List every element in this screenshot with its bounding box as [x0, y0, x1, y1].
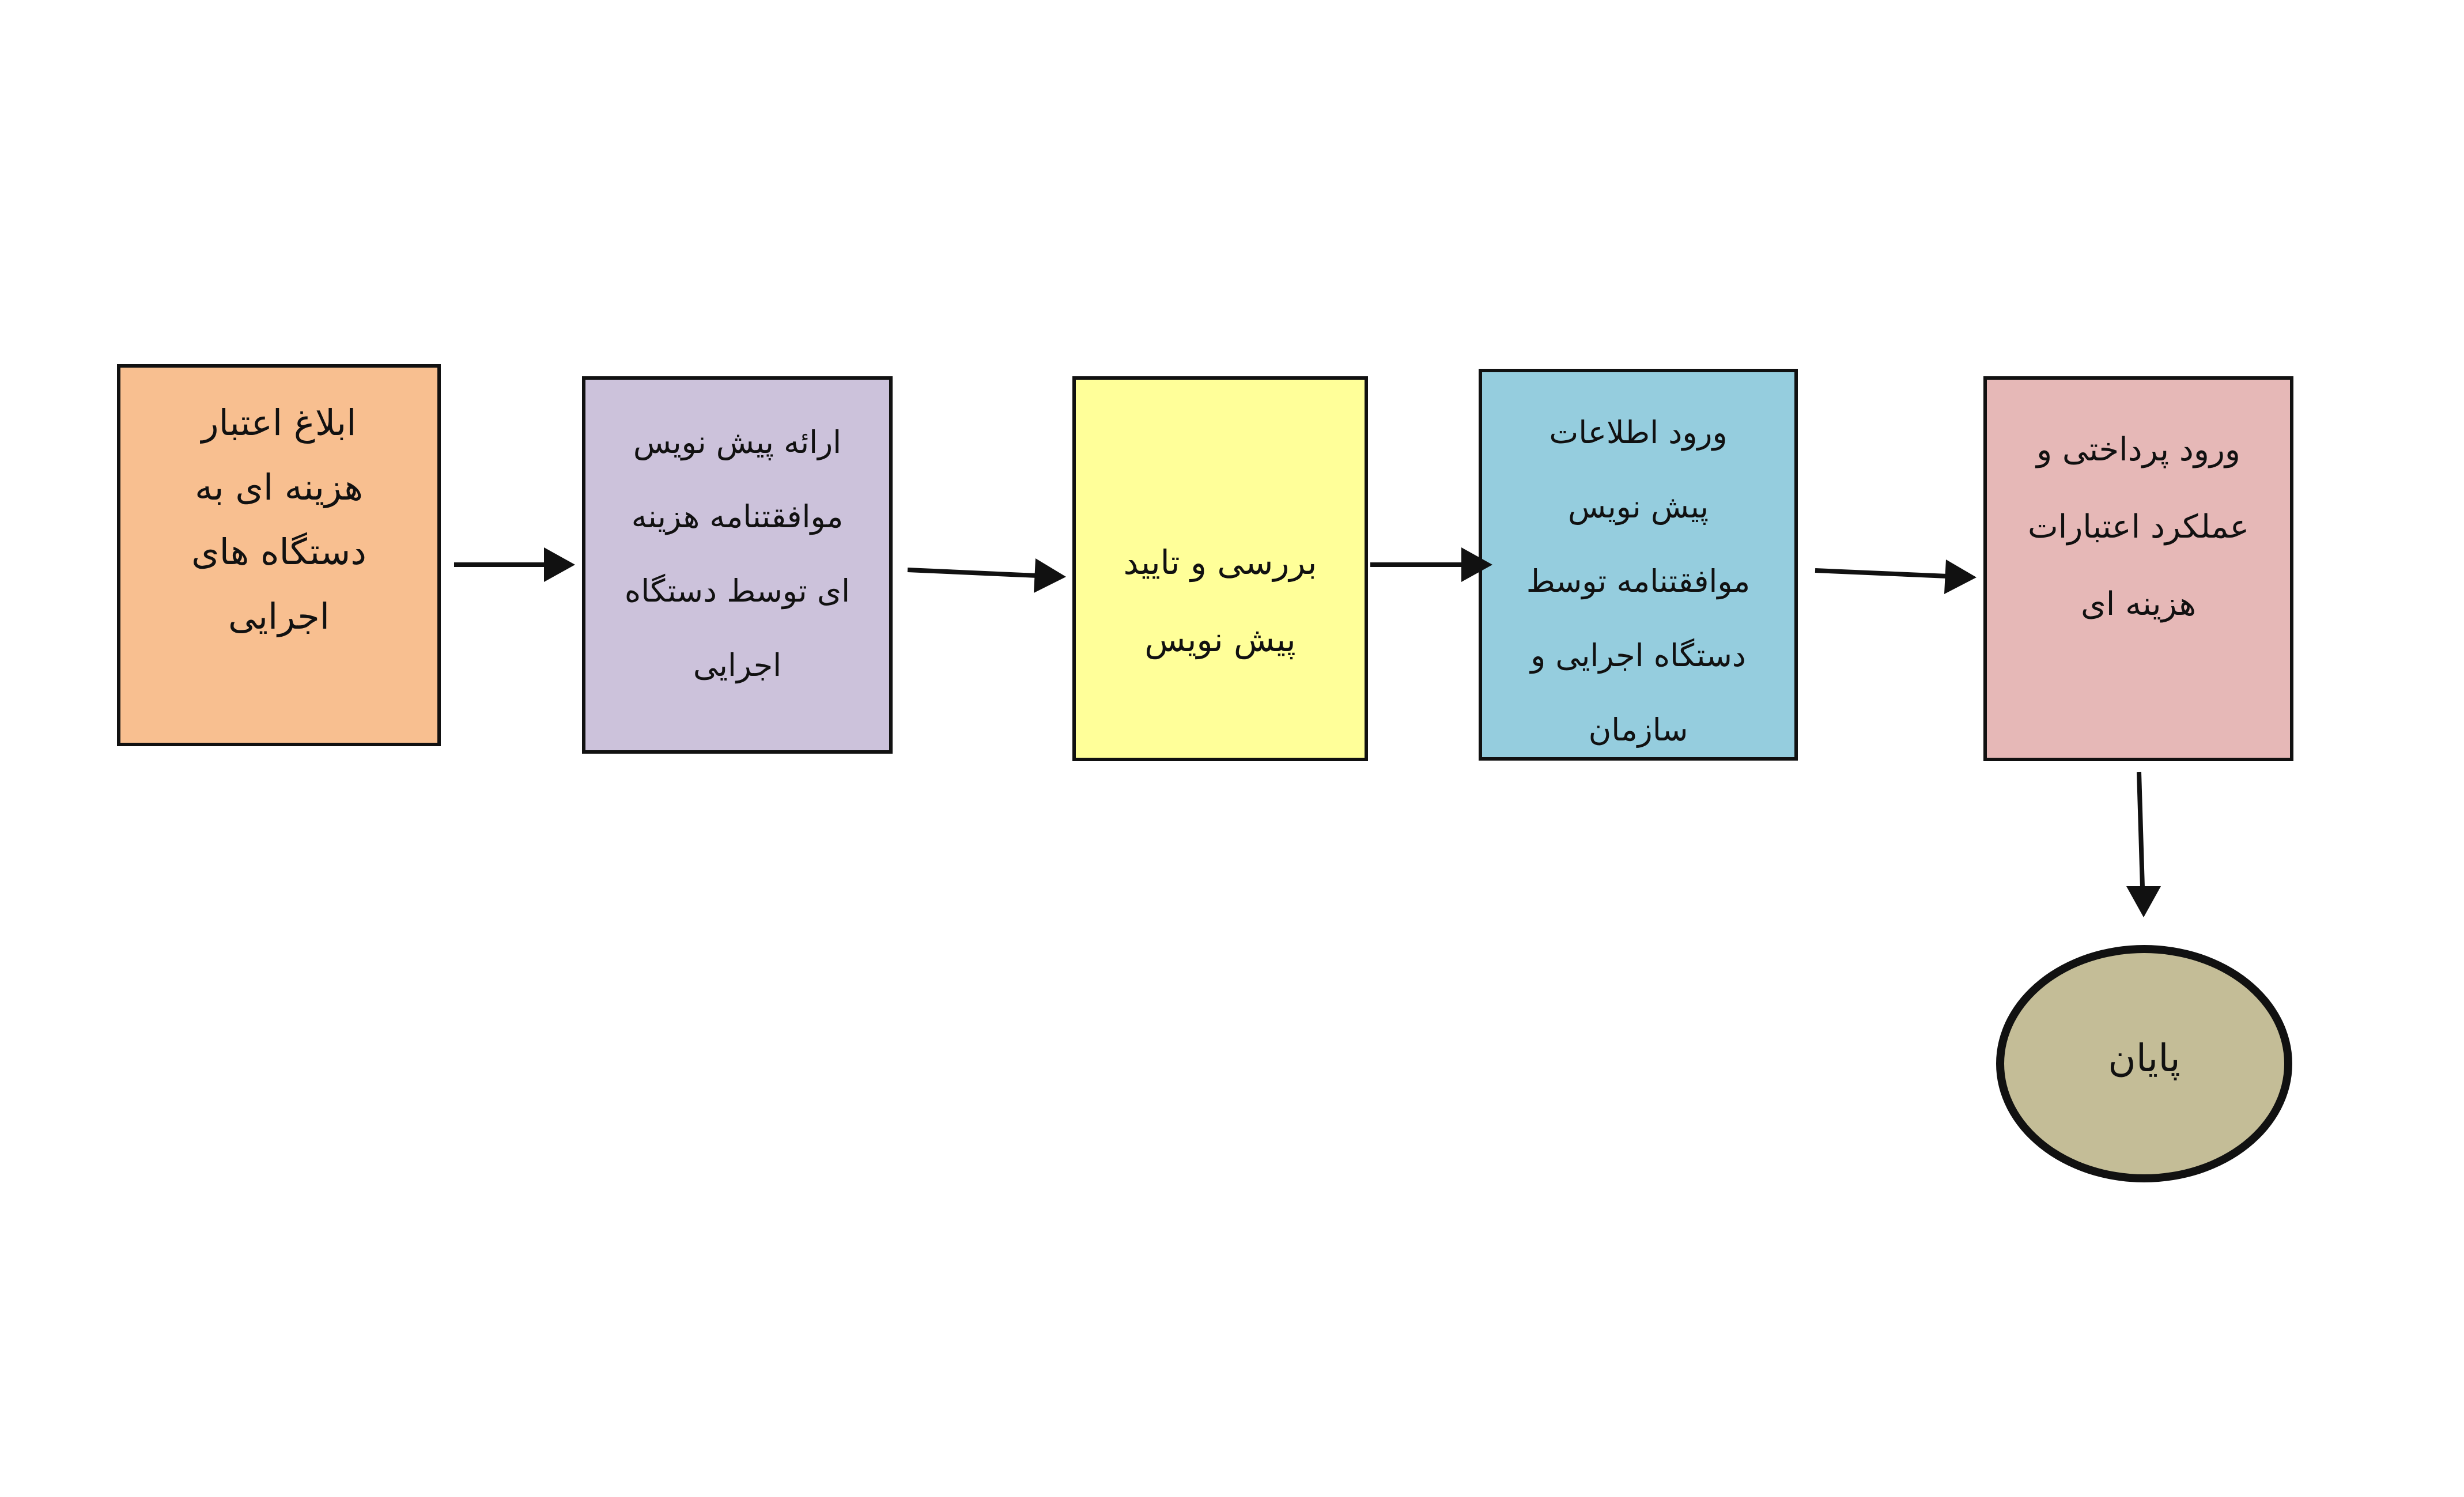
end-terminal-label: پایان	[2108, 1035, 2180, 1080]
step-5-line-2: عملکرد اعتبارات	[2027, 508, 2250, 546]
arrow-4-to-5	[1815, 560, 1977, 594]
step-4-line-2: پیش نویس	[1567, 489, 1709, 525]
step-4-line-4: دستگاه اجرایی و	[1530, 637, 1746, 674]
arrow-1-to-2	[454, 547, 575, 582]
step-2-line-2: موافقتنامه هزینه	[631, 498, 844, 535]
step-2-line-1: ارائه پیش نویس	[633, 424, 842, 460]
step-5-line-1: ورود پرداختی و	[2036, 431, 2240, 468]
step-2-box: ارائه پیش نویس موافقتنامه هزینه ای توسط …	[582, 376, 893, 754]
step-3-line-1: بررسی و تایید	[1123, 543, 1317, 582]
step-2-line-4: اجرایی	[693, 647, 782, 683]
step-1-line-3: دستگاه های	[191, 531, 366, 573]
step-5-line-3: هزینه ای	[2080, 585, 2197, 623]
step-3-line-2: پیش نویس	[1144, 620, 1296, 659]
step-4-line-5: سازمان	[1588, 712, 1688, 748]
end-terminal-ellipse: پایان	[1996, 945, 2292, 1182]
step-1-line-2: هزینه ای به	[195, 466, 363, 508]
arrow-3-to-4	[1370, 547, 1492, 582]
step-4-line-1: ورود اطلاعات	[1549, 414, 1728, 451]
step-1-line-1: ابلاغ اعتبار	[201, 402, 357, 444]
step-4-line-3: موافقتنامه توسط	[1526, 563, 1751, 599]
step-1-line-4: اجرایی	[228, 595, 330, 637]
arrow-2-to-3	[907, 558, 1066, 593]
arrow-5-to-end	[2126, 772, 2161, 917]
step-5-box: ورود پرداختی و عملکرد اعتبارات هزینه ای	[1983, 376, 2293, 761]
step-1-box: ابلاغ اعتبار هزینه ای به دستگاه های اجرا…	[117, 364, 441, 746]
step-3-box: بررسی و تایید پیش نویس	[1072, 376, 1368, 761]
step-4-box: ورود اطلاعات پیش نویس موافقتنامه توسط دس…	[1479, 369, 1798, 761]
step-2-line-3: ای توسط دستگاه	[624, 573, 851, 609]
